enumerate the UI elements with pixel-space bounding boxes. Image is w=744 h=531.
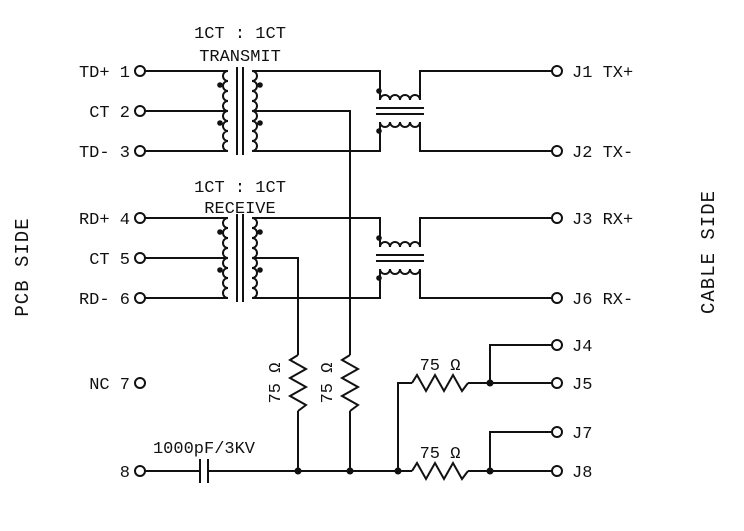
transmit-transformer xyxy=(145,67,263,155)
right-pin-labels: J1 TX+ J2 TX- J3 RX+ J6 RX- J4 J5 J7 J8 xyxy=(572,64,633,483)
pin-label-td-minus: TD- 3 xyxy=(79,144,130,163)
wire-rx-secondary-bottom xyxy=(252,269,381,299)
junction-dot xyxy=(294,467,302,475)
resistor-label-rx-ct: 75 Ω xyxy=(267,363,286,404)
receive-choke-bottom-winding xyxy=(379,268,421,275)
pin-terminal-ct2 xyxy=(134,105,146,117)
capacitor-label: 1000pF/3KV xyxy=(153,440,256,459)
wire-to-j2 xyxy=(419,122,552,152)
phase-dot xyxy=(217,120,223,126)
pin-label-j7: J7 xyxy=(572,425,592,444)
pin-terminal-j8 xyxy=(551,465,563,477)
pin-label-ct2: CT 2 xyxy=(89,104,130,123)
pin-label-j3: J3 RX+ xyxy=(572,211,633,230)
pin-terminal-nc7 xyxy=(134,377,146,389)
right-pin-terminals xyxy=(551,65,563,477)
termination-network: 75 Ω 75 Ω xyxy=(252,110,361,471)
wire-to-j7 xyxy=(489,431,552,471)
left-pin-terminals xyxy=(134,65,146,477)
receive-choke xyxy=(252,217,552,299)
transmit-primary-winding xyxy=(222,70,229,152)
pin-terminal-j5 xyxy=(551,377,563,389)
pin-terminal-td-plus xyxy=(134,65,146,77)
phase-dot xyxy=(257,267,263,273)
receive-primary-winding xyxy=(222,217,229,299)
wire-rx-secondary-top xyxy=(252,217,381,247)
pin-label-ct5: CT 5 xyxy=(89,251,130,270)
phase-dot xyxy=(217,82,223,88)
pin-label-j8: J8 xyxy=(572,464,592,483)
pin-terminal-ct5 xyxy=(134,252,146,264)
wire-to-j3 xyxy=(419,217,552,247)
phase-dot xyxy=(257,82,263,88)
receive-choke-top-winding xyxy=(379,241,421,248)
wire-tx-secondary-top xyxy=(252,70,381,100)
wire-tx-center-tap xyxy=(252,110,351,355)
receive-transformer xyxy=(145,214,263,302)
wire-to-j6 xyxy=(419,269,552,299)
pin-label-j5: J5 xyxy=(572,376,592,395)
resistor-tx-ct-75ohm xyxy=(339,354,361,412)
transmit-choke xyxy=(252,70,552,152)
pin-label-j1: J1 TX+ xyxy=(572,64,633,83)
transmit-name-label: TRANSMIT xyxy=(199,48,281,67)
phase-dot xyxy=(217,267,223,273)
transmit-choke-top-winding xyxy=(379,94,421,101)
phase-dot xyxy=(376,275,382,281)
wire-to-j4 xyxy=(489,344,552,383)
pin-terminal-td-minus xyxy=(134,145,146,157)
resistor-label-j5: 75 Ω xyxy=(420,357,461,376)
phase-dot xyxy=(257,120,263,126)
pin-label-rd-minus: RD- 6 xyxy=(79,291,130,310)
receive-ratio-label: 1CT : 1CT xyxy=(194,179,286,198)
wire-tx-secondary-bottom xyxy=(252,122,381,152)
resistor-j8-75ohm xyxy=(411,460,469,482)
wire-to-j1 xyxy=(419,70,552,100)
junction-dot xyxy=(486,379,494,387)
wire-rx-center-tap xyxy=(252,257,299,355)
pin-label-j6: J6 RX- xyxy=(572,291,633,310)
phase-dot xyxy=(257,229,263,235)
pin-label-nc7: NC 7 xyxy=(89,376,130,395)
pin-label-j4: J4 xyxy=(572,338,592,357)
pin-label-j2: J2 TX- xyxy=(572,144,633,163)
pin-terminal-j4 xyxy=(551,339,563,351)
transmit-ratio-label: 1CT : 1CT xyxy=(194,25,286,44)
receive-name-label: RECEIVE xyxy=(204,200,275,219)
pin-terminal-rd-plus xyxy=(134,212,146,224)
resistor-rx-ct-75ohm xyxy=(287,354,309,412)
pin-label-rd-plus: RD+ 4 xyxy=(79,211,130,230)
phase-dot xyxy=(376,128,382,134)
pin-terminal-j2 xyxy=(551,145,563,157)
phase-dot xyxy=(217,229,223,235)
junction-dot xyxy=(346,467,354,475)
phase-dot xyxy=(376,88,382,94)
pcb-side-label: PCB SIDE xyxy=(12,217,34,316)
transmit-choke-bottom-winding xyxy=(379,121,421,128)
pin-label-8: 8 xyxy=(120,464,130,483)
pin-terminal-j1 xyxy=(551,65,563,77)
pin-terminal-8 xyxy=(134,465,146,477)
bottom-rail: 1000pF/3KV 75 Ω 75 Ω xyxy=(145,344,552,483)
junction-dot xyxy=(394,467,402,475)
cable-side-label: CABLE SIDE xyxy=(698,190,720,314)
resistor-label-j8: 75 Ω xyxy=(420,445,461,464)
pin-terminal-j7 xyxy=(551,426,563,438)
resistor-j5-75ohm xyxy=(411,372,469,394)
pin-terminal-j6 xyxy=(551,292,563,304)
junction-dot xyxy=(486,467,494,475)
wire-j5-branch xyxy=(397,382,412,471)
pin-terminal-j3 xyxy=(551,212,563,224)
resistor-label-tx-ct: 75 Ω xyxy=(319,363,338,404)
phase-dot xyxy=(376,235,382,241)
pin-terminal-rd-minus xyxy=(134,292,146,304)
pin-label-td-plus: TD+ 1 xyxy=(79,64,130,83)
left-pin-labels: TD+ 1 CT 2 TD- 3 RD+ 4 CT 5 RD- 6 NC 7 8 xyxy=(79,64,130,483)
